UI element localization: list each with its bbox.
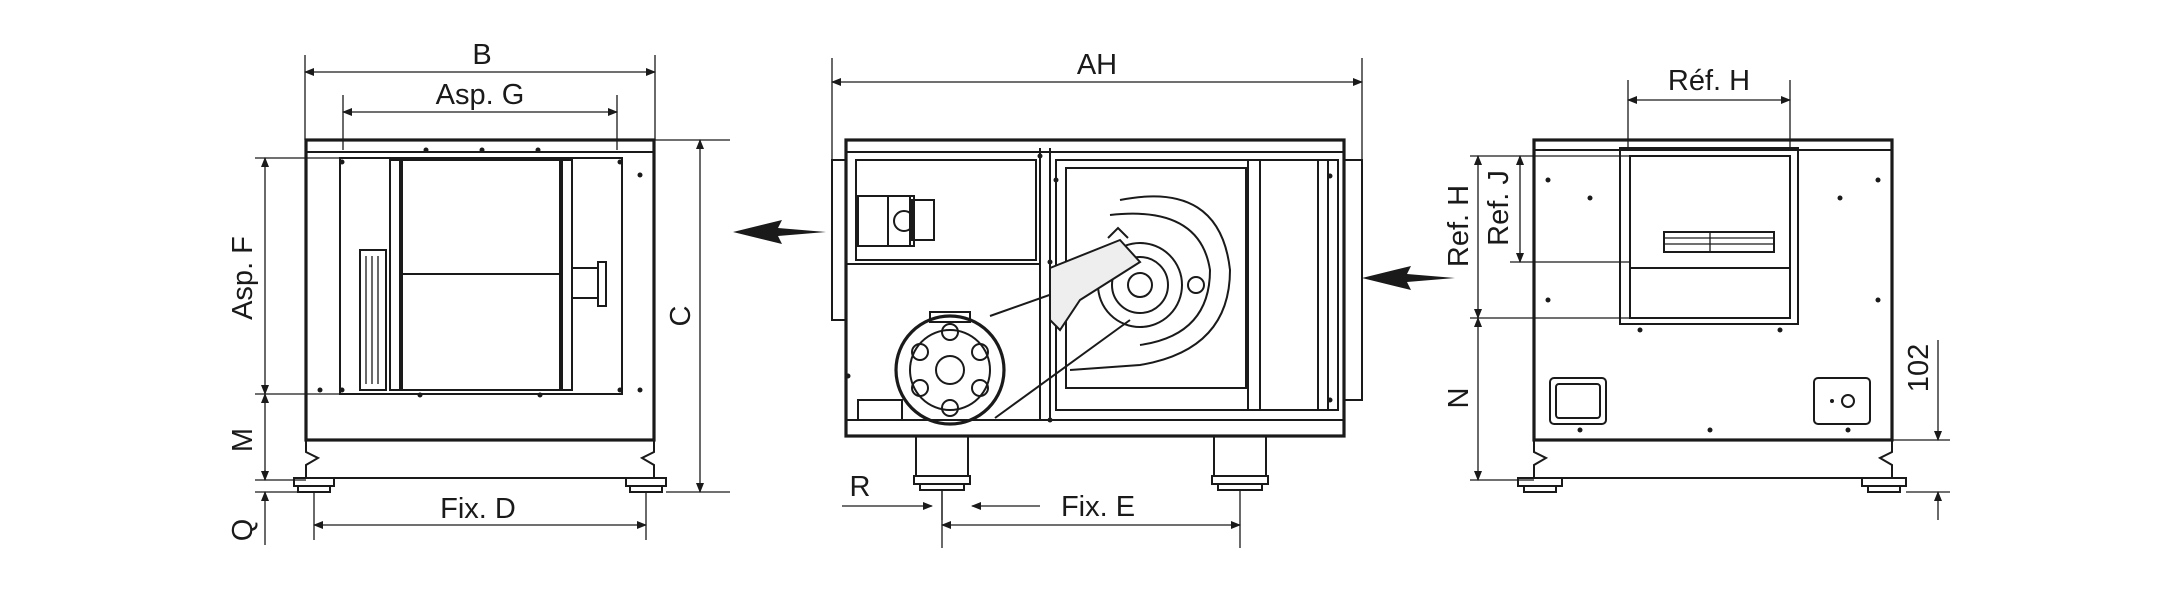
dim-c: C <box>654 139 730 493</box>
dim-n: N <box>1443 317 1534 481</box>
airflow-in-arrow <box>1362 266 1455 290</box>
label-ah: AH <box>1077 49 1117 81</box>
label-asp-f: Asp. F <box>227 236 259 320</box>
rear-view: Réf. H Ref. H Ref. J N <box>1443 65 1950 520</box>
motor <box>894 314 1006 426</box>
label-m: M <box>227 428 259 452</box>
dim-ref-h-side: Ref. H <box>1443 155 1630 319</box>
access-panel-left <box>1549 377 1607 425</box>
dim-m: M <box>227 393 306 481</box>
dim-ref-h-top: Réf. H <box>1627 65 1791 150</box>
dim-ref-j: Ref. J <box>1483 155 1630 263</box>
label-n: N <box>1443 388 1475 409</box>
front-view: B Asp. G <box>227 39 826 545</box>
label-ref-j: Ref. J <box>1483 170 1515 246</box>
dim-ah: AH <box>831 49 1363 160</box>
label-102: 102 <box>1903 344 1935 392</box>
label-fix-d: Fix. D <box>440 493 516 525</box>
airflow-out-arrow <box>733 220 826 244</box>
label-b: B <box>472 39 491 71</box>
side-view: AH <box>831 49 1455 548</box>
label-fix-e: Fix. E <box>1061 491 1135 523</box>
label-c: C <box>665 306 697 327</box>
label-q: Q <box>227 519 259 542</box>
dim-asp-f: Asp. F <box>227 157 340 395</box>
dim-102: 102 <box>1892 340 1950 520</box>
dim-asp-g: Asp. G <box>342 79 618 150</box>
label-ref-h-top: Réf. H <box>1668 65 1750 97</box>
access-panel-right <box>1813 377 1871 425</box>
dim-r: R <box>842 471 943 520</box>
dim-b: B <box>304 39 656 140</box>
fan-scroll <box>1069 195 1232 371</box>
rear-cabinet <box>1532 138 1894 442</box>
dim-q: Q <box>227 470 298 545</box>
label-ref-h-side: Ref. H <box>1443 185 1475 267</box>
label-r: R <box>850 471 871 503</box>
dim-fix-e: Fix. E <box>941 490 1241 548</box>
dim-fix-d: Fix. D <box>313 492 647 540</box>
label-asp-g: Asp. G <box>436 79 525 111</box>
